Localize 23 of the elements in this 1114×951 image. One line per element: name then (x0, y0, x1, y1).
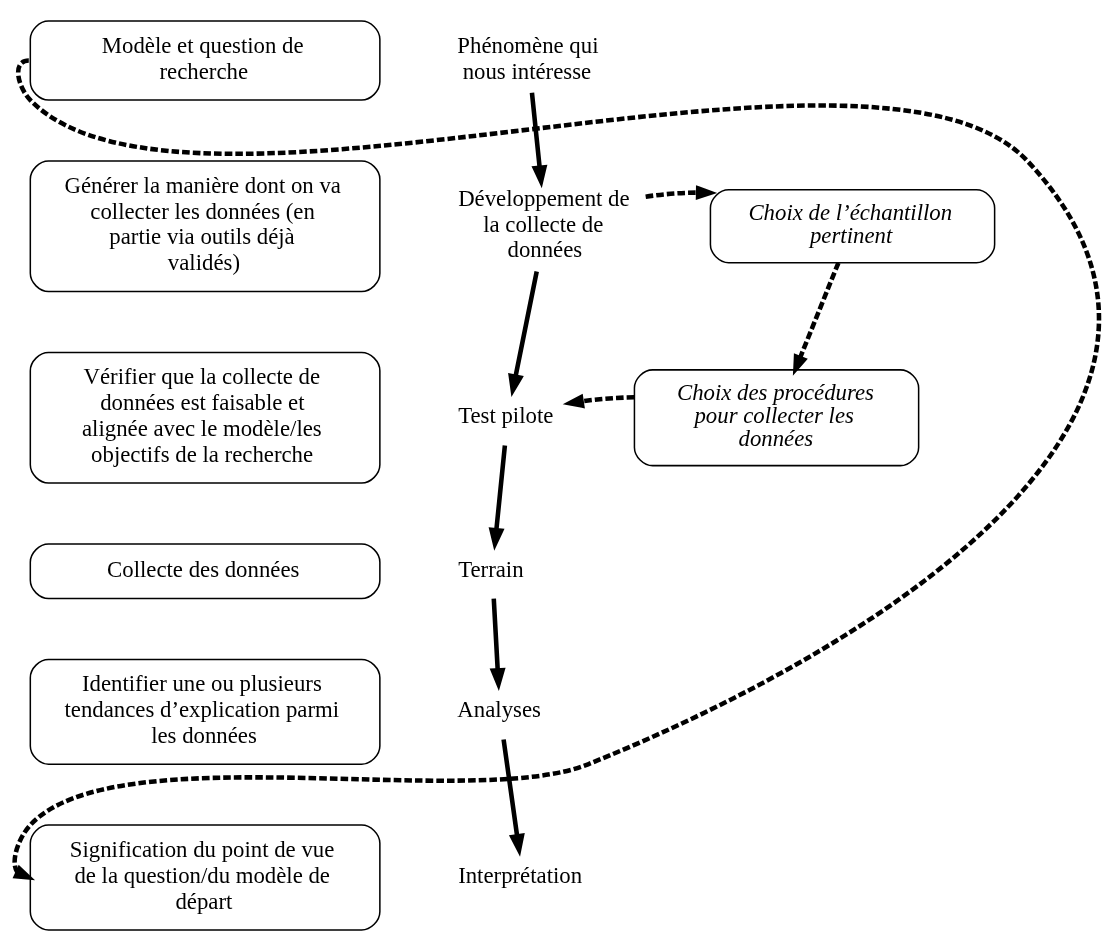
node-text: Analyses (457, 697, 541, 723)
arrow (792, 261, 841, 376)
arrow (645, 185, 718, 201)
arrow (489, 598, 506, 691)
node-text: Interprétation (458, 862, 583, 888)
node-box: Modèle et question de recherche (29, 20, 381, 101)
arrow (508, 271, 539, 397)
arrow (562, 393, 635, 409)
node-box: Collecte des données (29, 543, 381, 600)
node-box: Choix des procédures pour collecter les données (633, 369, 920, 467)
node-box: Choix de l’échantillon pertinent (709, 189, 996, 264)
node-box: Signification du point de vue de la question/du modèle de départ (29, 824, 381, 931)
arrow (501, 739, 525, 857)
arrow (488, 445, 508, 551)
arrow (529, 92, 548, 189)
node-box: Vérifier que la collecte de données est faisable et alignée avec le modèle/les objectifs de la recherche (29, 351, 381, 484)
node-text: Terrain (458, 556, 524, 582)
node-box: Générer la manière dont on va collecter les données (en partie via outils déjà validés) (29, 160, 381, 293)
node-text: Test pilote (458, 403, 554, 429)
arrow (12, 59, 1100, 881)
node-text: Développement de la collecte de données (458, 185, 630, 263)
node-text: Phénomène qui nous intéresse (457, 33, 599, 84)
node-box: Identifier une ou plusieurs tendances d’explication parmi les données (29, 658, 381, 765)
